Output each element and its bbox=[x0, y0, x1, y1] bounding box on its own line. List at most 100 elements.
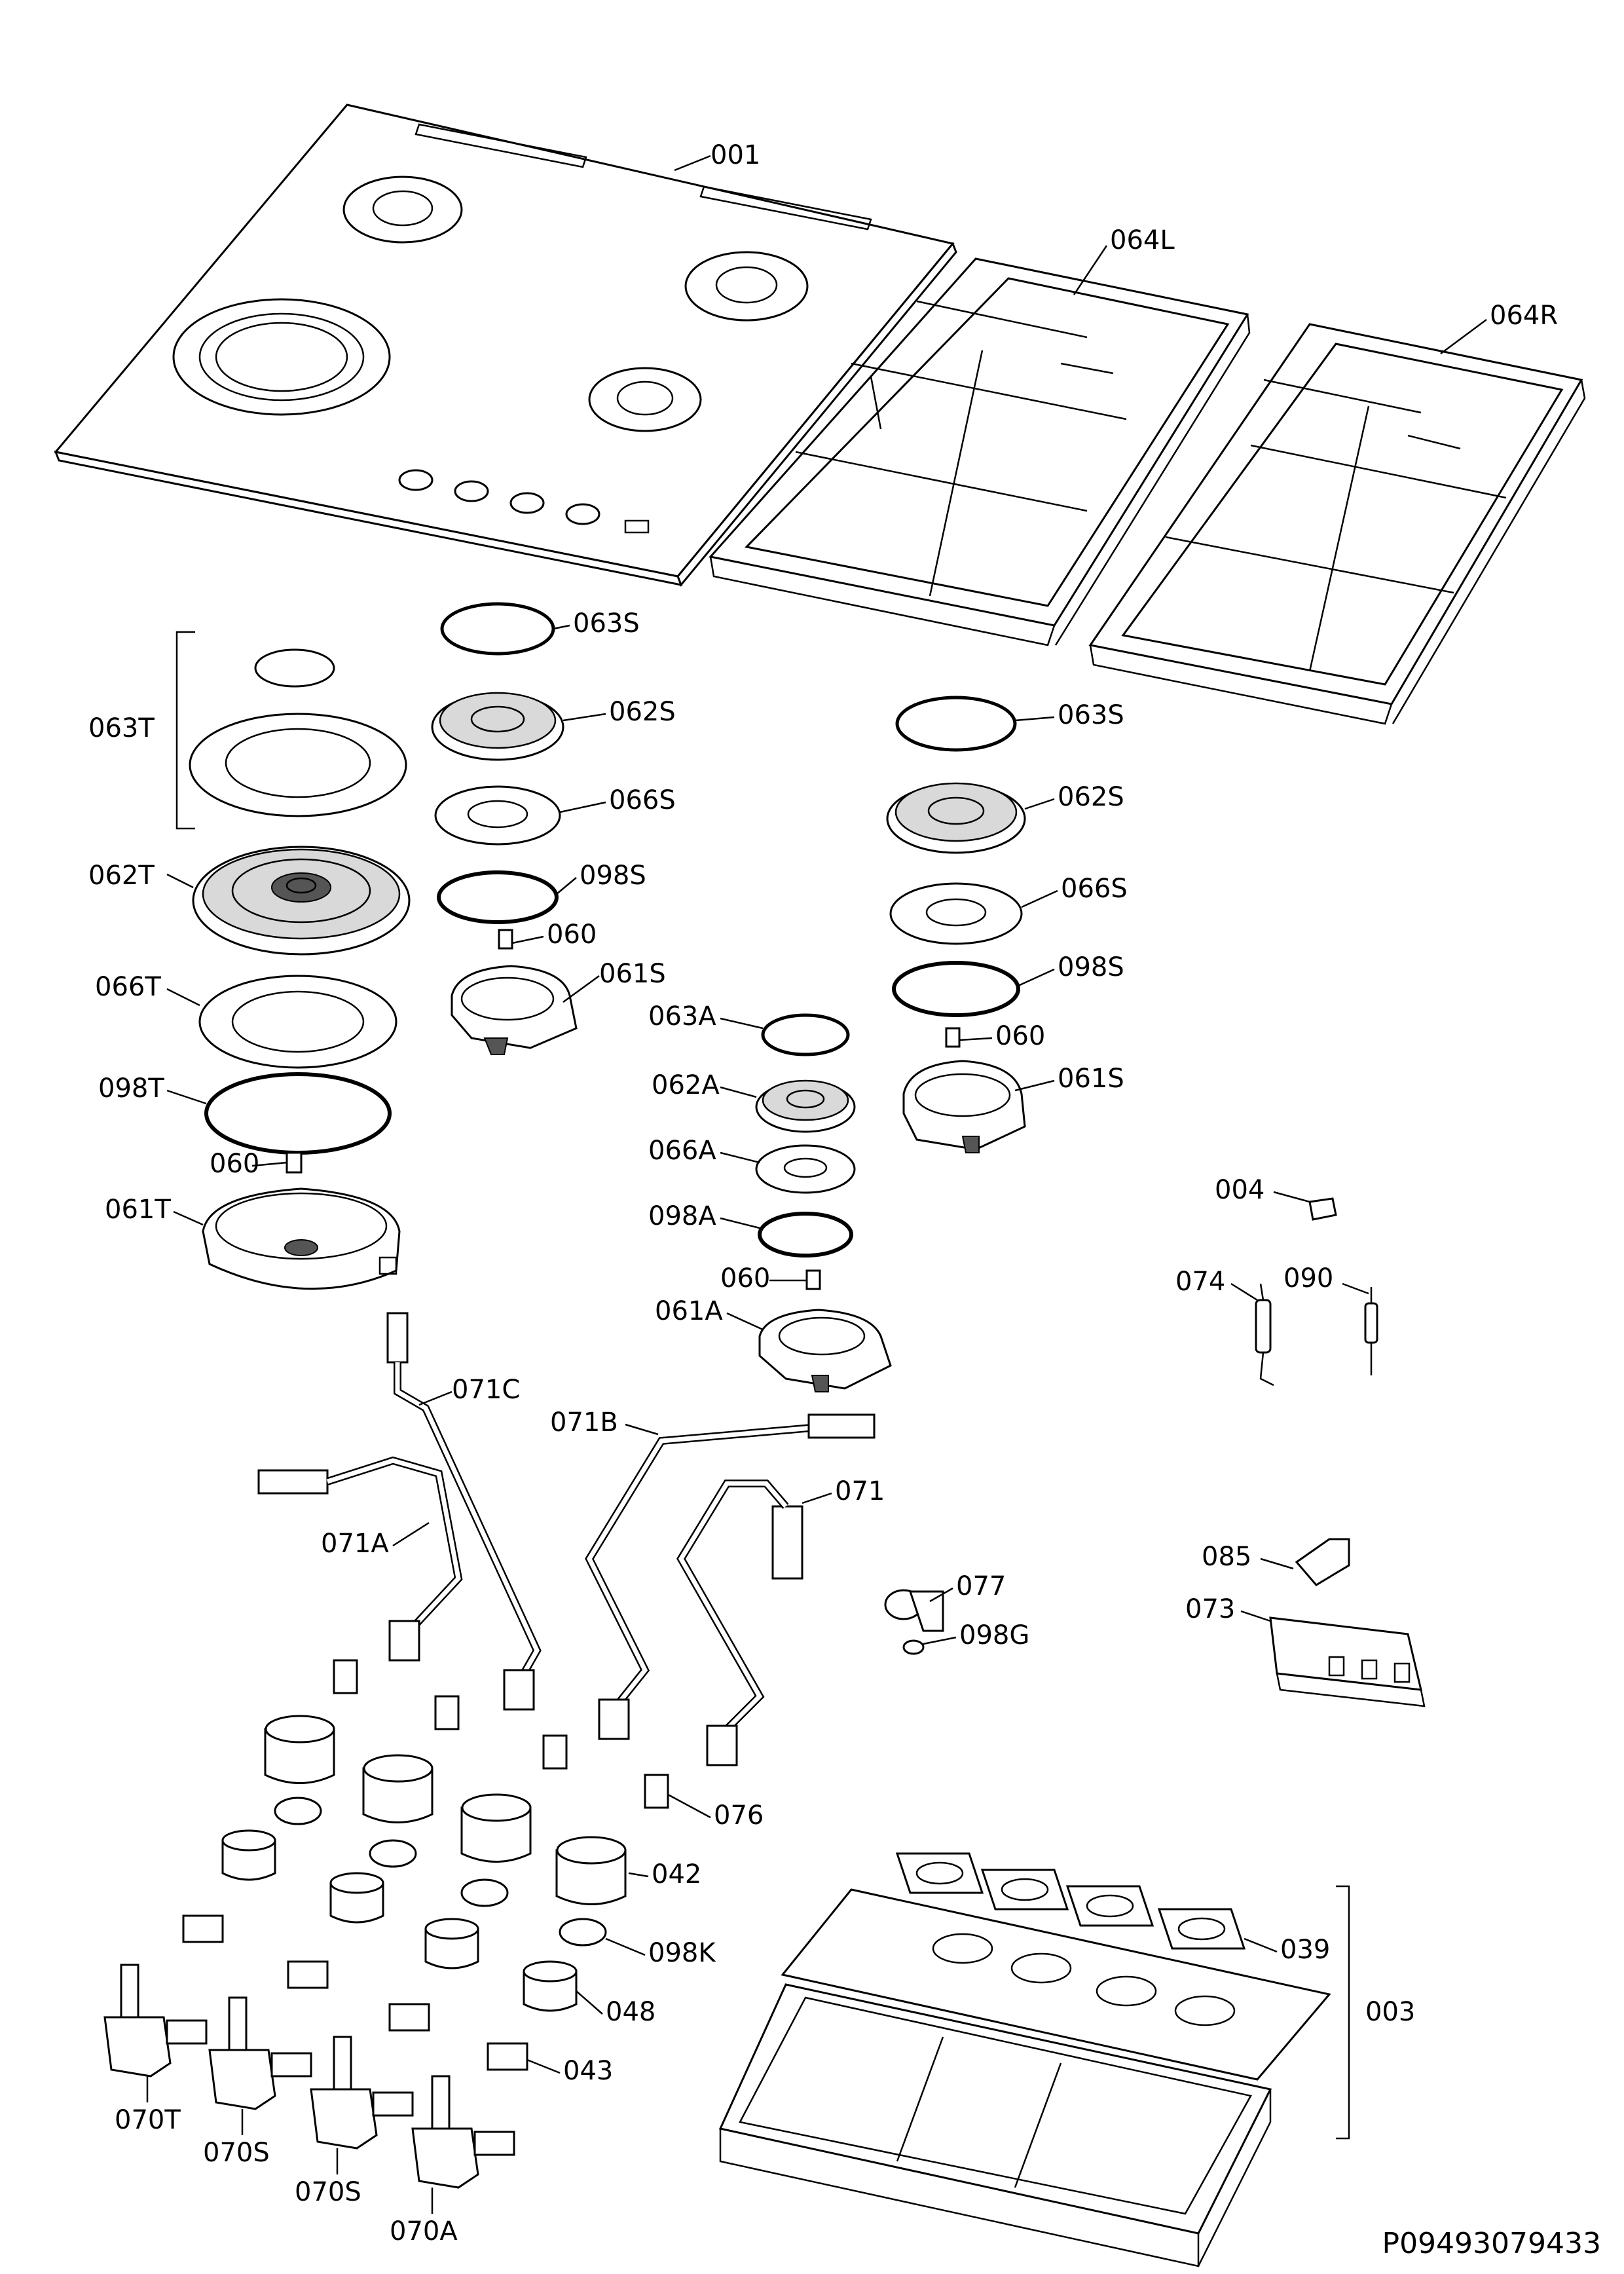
label-061T: 061T bbox=[105, 1195, 171, 1225]
gas-pipe-071A bbox=[257, 1456, 463, 1662]
label-061A: 061A bbox=[655, 1296, 723, 1326]
label-062A: 062A bbox=[652, 1070, 720, 1100]
knob-bezels-048 bbox=[221, 1829, 578, 2012]
label-077: 077 bbox=[956, 1571, 1006, 1601]
label-060-c: 060 bbox=[995, 1021, 1045, 1051]
burner-clamps-039 bbox=[895, 1852, 1246, 1950]
label-042: 042 bbox=[652, 1859, 701, 1890]
gas-pipe-071B bbox=[585, 1413, 876, 1740]
label-062S-a: 062S bbox=[609, 697, 676, 727]
burner-crown-semi-a bbox=[431, 692, 564, 761]
label-071A: 071A bbox=[321, 1529, 389, 1559]
label-076: 076 bbox=[714, 1800, 764, 1831]
injector-aux bbox=[805, 1269, 821, 1290]
label-063A: 063A bbox=[648, 1001, 716, 1032]
injector-semi-b bbox=[945, 1027, 961, 1048]
burner-cap-semi-b bbox=[895, 696, 1017, 752]
burner-crown-triple bbox=[192, 846, 411, 956]
gasket-semi-b bbox=[892, 961, 1020, 1017]
gasket-semi-a bbox=[437, 870, 559, 924]
gas-pipe-071C bbox=[386, 1312, 542, 1711]
label-060-d: 060 bbox=[720, 1263, 770, 1294]
label-090: 090 bbox=[1283, 1263, 1333, 1294]
label-098A: 098A bbox=[648, 1201, 716, 1231]
gas-tap-070S-a bbox=[208, 1996, 312, 2110]
label-062T: 062T bbox=[88, 861, 155, 891]
washer-098G bbox=[902, 1639, 925, 1655]
burner-cap-ring-triple bbox=[189, 713, 407, 817]
document-number: P09493079433 bbox=[1382, 2227, 1601, 2260]
label-048: 048 bbox=[606, 1997, 655, 2027]
clip-004 bbox=[1308, 1197, 1337, 1221]
burner-crown-semi-b bbox=[886, 782, 1026, 854]
gas-tap-070A bbox=[411, 2075, 515, 2189]
label-098S-a: 098S bbox=[580, 861, 646, 891]
label-064R: 064R bbox=[1490, 301, 1558, 331]
label-043: 043 bbox=[563, 2056, 613, 2086]
connector-085 bbox=[1295, 1538, 1350, 1586]
gas-tap-070S-b bbox=[310, 2036, 414, 2150]
hob-top-glass bbox=[54, 103, 957, 587]
pan-support-left bbox=[709, 257, 1251, 646]
label-098K: 098K bbox=[648, 1938, 716, 1968]
label-071B: 071B bbox=[550, 1407, 618, 1438]
label-061S-b: 061S bbox=[1058, 1064, 1124, 1094]
flame-spreader-semi-b bbox=[889, 882, 1023, 945]
burner-base-semi-b bbox=[902, 1060, 1026, 1153]
label-039: 039 bbox=[1280, 1935, 1330, 1965]
label-098S-b: 098S bbox=[1058, 952, 1124, 982]
spark-electrode-074 bbox=[1255, 1283, 1274, 1387]
pan-support-right bbox=[1088, 323, 1586, 725]
gasket-ring-triple bbox=[204, 1072, 392, 1155]
label-063S-b: 063S bbox=[1058, 700, 1124, 730]
thermocouple-090 bbox=[1364, 1287, 1378, 1375]
label-098G: 098G bbox=[959, 1620, 1029, 1650]
label-070S-a: 070S bbox=[203, 2138, 270, 2168]
knob-rings-098K bbox=[274, 1797, 607, 1947]
label-064L: 064L bbox=[1110, 225, 1175, 255]
label-062S-b: 062S bbox=[1058, 782, 1124, 812]
burner-cap-aux bbox=[761, 1013, 850, 1056]
micro-switches-043 bbox=[182, 1914, 528, 2071]
label-070A: 070A bbox=[390, 2216, 458, 2246]
label-066A: 066A bbox=[648, 1136, 716, 1166]
knob-brackets-076 bbox=[333, 1659, 669, 1809]
burner-base-aux bbox=[758, 1309, 892, 1392]
gas-pipe-071 bbox=[676, 1480, 803, 1766]
label-063S-a: 063S bbox=[573, 608, 640, 639]
label-060-b: 060 bbox=[547, 920, 597, 950]
burner-base-triple bbox=[202, 1187, 401, 1290]
burner-cap-small-center bbox=[254, 648, 335, 688]
label-066S-a: 066S bbox=[609, 785, 676, 815]
label-066S-b: 066S bbox=[1061, 874, 1128, 904]
label-060-a: 060 bbox=[210, 1149, 259, 1179]
label-003: 003 bbox=[1365, 1997, 1415, 2027]
spark-generator-073 bbox=[1269, 1616, 1426, 1707]
label-071C: 071C bbox=[452, 1375, 520, 1405]
label-063T: 063T bbox=[88, 713, 155, 743]
label-066T: 066T bbox=[95, 972, 161, 1002]
burner-crown-aux bbox=[755, 1079, 856, 1133]
burner-cap-semi-a bbox=[440, 602, 555, 656]
label-070S-b: 070S bbox=[295, 2177, 361, 2207]
label-071: 071 bbox=[835, 1476, 885, 1506]
label-061S-a: 061S bbox=[599, 959, 666, 989]
casing-assembly-003 bbox=[718, 1888, 1331, 2267]
elbow-fitting-077 bbox=[884, 1589, 944, 1632]
burner-base-semi-a bbox=[451, 965, 578, 1055]
label-001: 001 bbox=[710, 140, 760, 170]
gasket-aux bbox=[758, 1212, 853, 1258]
injector-semi-a bbox=[498, 929, 513, 950]
flame-spreader-aux bbox=[755, 1144, 856, 1194]
flame-spreader-semi-a bbox=[434, 785, 561, 846]
injector-triple bbox=[286, 1151, 303, 1174]
label-073: 073 bbox=[1185, 1594, 1235, 1624]
flame-spreader-plate-triple bbox=[198, 975, 397, 1069]
label-085: 085 bbox=[1202, 1542, 1251, 1572]
label-070T: 070T bbox=[115, 2105, 181, 2135]
label-074: 074 bbox=[1175, 1267, 1225, 1297]
label-098T: 098T bbox=[98, 1073, 164, 1104]
gas-tap-070T bbox=[103, 1964, 208, 2078]
label-004: 004 bbox=[1215, 1175, 1264, 1205]
